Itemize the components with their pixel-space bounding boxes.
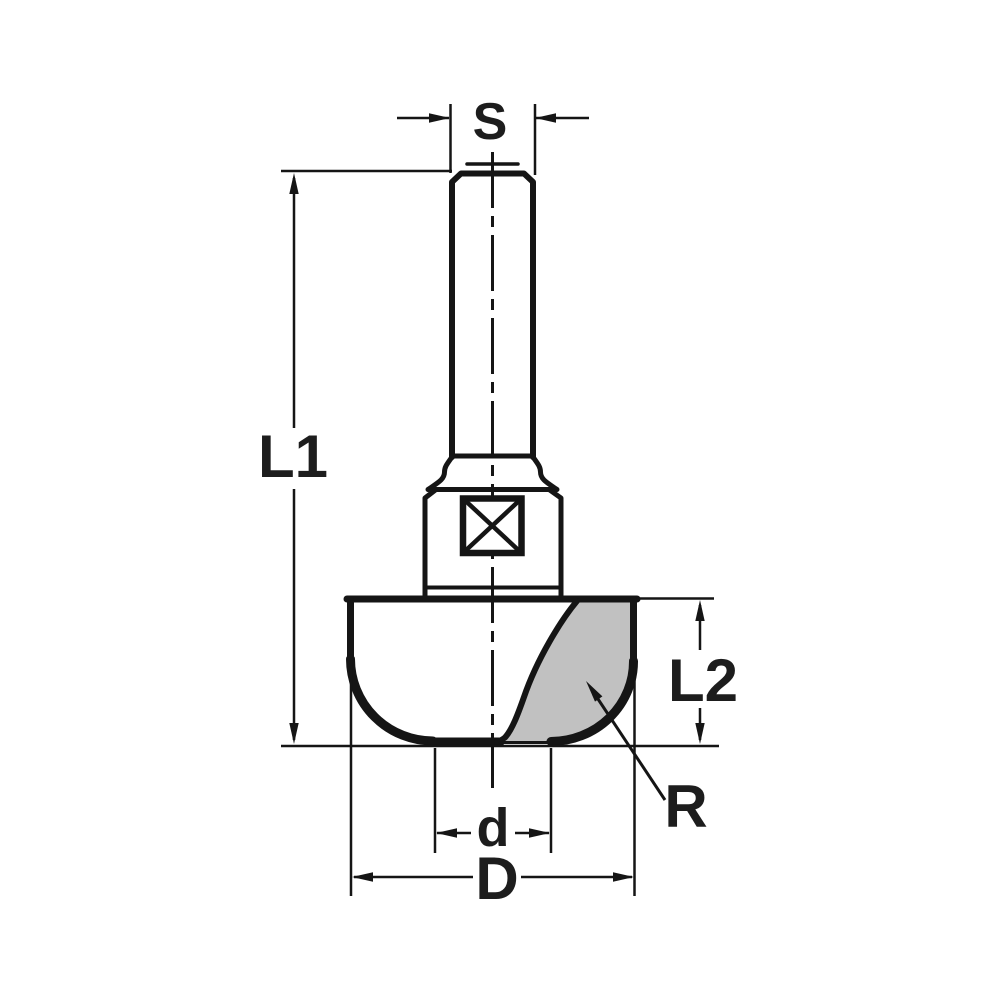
- dim-label-D: D: [475, 845, 518, 912]
- dim-label-R: R: [664, 773, 707, 840]
- carbide-insert-region: [505, 601, 635, 742]
- arrowhead: [535, 113, 556, 123]
- dim-overall-length-L1: L1: [258, 169, 719, 748]
- arrowhead: [529, 828, 550, 838]
- flute-face-curve: [494, 598, 580, 745]
- dim-radius-R: R: [586, 681, 708, 840]
- dim-label-L2: L2: [668, 647, 738, 714]
- arrowhead: [613, 872, 634, 882]
- dim-cutting-depth-L2: L2: [639, 597, 738, 744]
- dim-label-S: S: [473, 93, 508, 151]
- insert-symbol: [459, 495, 525, 557]
- dim-label-L1: L1: [258, 423, 328, 490]
- axis-centerline: [465, 152, 520, 788]
- neck-flare-right: [530, 454, 560, 492]
- dim-large-diameter-D: D: [349, 663, 636, 912]
- arrowhead: [436, 828, 457, 838]
- leader-line: [592, 692, 667, 801]
- arrowhead: [695, 600, 705, 621]
- dim-label-d: d: [477, 798, 510, 858]
- arrowhead: [429, 113, 450, 123]
- neck-flare-left: [425, 454, 455, 492]
- insert-box-diagonal-2: [460, 496, 524, 556]
- dim-small-diameter-d: d: [433, 748, 553, 858]
- arrowhead: [289, 723, 299, 744]
- arrowhead: [289, 173, 299, 194]
- dim-shank-diameter-S: S: [397, 93, 589, 175]
- arrowhead: [586, 681, 603, 702]
- arrowhead: [695, 723, 705, 744]
- arrowhead: [352, 872, 373, 882]
- cutting-edge-left-radius: [346, 654, 438, 746]
